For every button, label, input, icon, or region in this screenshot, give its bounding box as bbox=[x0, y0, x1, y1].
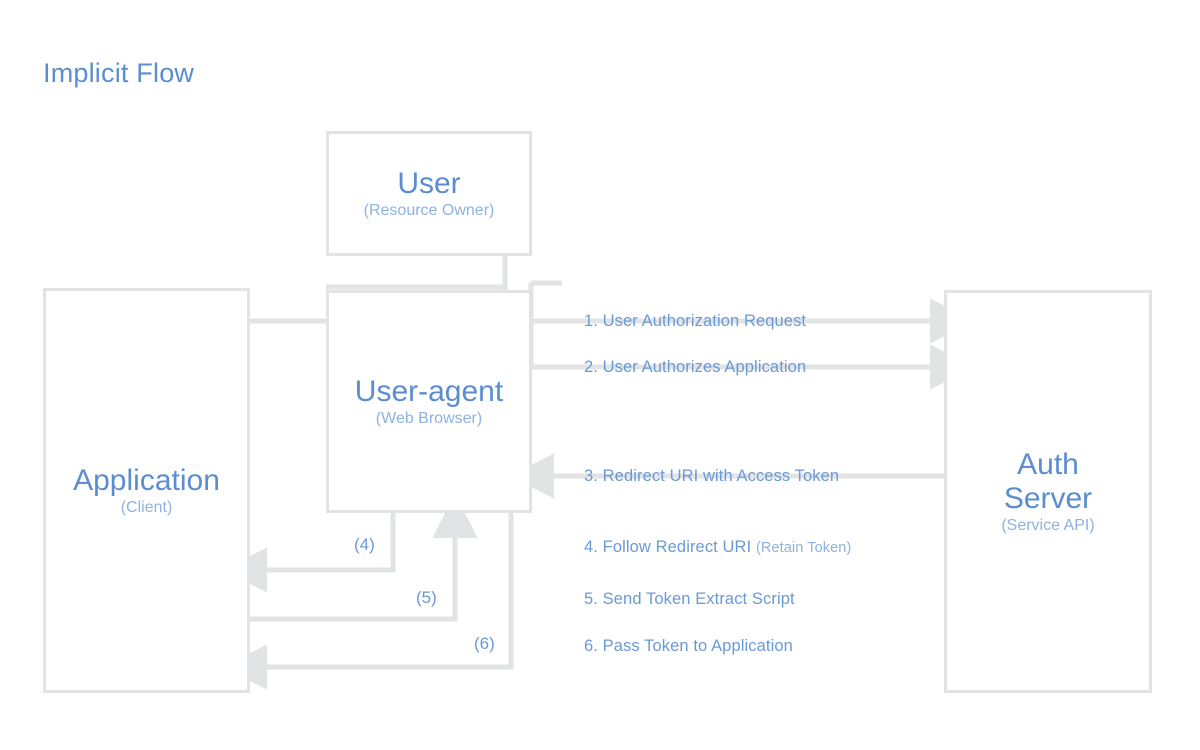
step-label-2: 2. User Authorizes Application bbox=[584, 358, 806, 377]
node-user-subtitle: (Resource Owner) bbox=[363, 202, 495, 220]
page-title: Implicit Flow bbox=[43, 58, 195, 88]
connector-label-4: (4) bbox=[354, 535, 375, 554]
step-2-text: User Authorizes Application bbox=[602, 358, 807, 376]
step-4-number: 4. bbox=[584, 538, 598, 556]
node-application-subtitle: (Client) bbox=[120, 499, 173, 517]
step-2-number: 2. bbox=[584, 358, 598, 376]
step-label-4: 4. Follow Redirect URI (Retain Token) bbox=[584, 538, 851, 557]
step-4-text: Follow Redirect URI bbox=[602, 538, 752, 556]
connector-step-5 bbox=[250, 493, 478, 622]
step-label-5: 5. Send Token Extract Script bbox=[584, 590, 795, 609]
step-label-3: 3. Redirect URI with Access Token bbox=[584, 467, 839, 486]
step-5-number: 5. bbox=[584, 590, 598, 608]
node-user-agent-title: User-agent bbox=[354, 374, 504, 408]
connector-step-4 bbox=[222, 513, 396, 593]
step-3-number: 3. bbox=[584, 467, 598, 485]
step-1-text: User Authorization Request bbox=[602, 312, 807, 330]
step-1-number: 1. bbox=[584, 312, 598, 330]
node-auth-server: Auth Server (Service API) bbox=[944, 290, 1152, 693]
node-application: Application (Client) bbox=[43, 288, 250, 693]
connector-label-6: (6) bbox=[474, 634, 495, 653]
step-5-text: Send Token Extract Script bbox=[602, 590, 795, 608]
node-user: User (Resource Owner) bbox=[326, 131, 532, 256]
connector-label-5: (5) bbox=[416, 588, 437, 607]
node-user-agent-subtitle: (Web Browser) bbox=[375, 410, 483, 428]
step-4-paren: (Retain Token) bbox=[755, 540, 852, 556]
node-application-title: Application bbox=[73, 463, 220, 497]
node-auth-server-subtitle: (Service API) bbox=[1001, 517, 1095, 535]
step-label-1: 1. User Authorization Request bbox=[584, 312, 806, 331]
node-auth-server-title: Auth Server bbox=[1003, 447, 1093, 515]
step-3-text: Redirect URI with Access Token bbox=[602, 467, 840, 485]
node-user-agent: User-agent (Web Browser) bbox=[326, 290, 532, 513]
connector-step-6 bbox=[222, 513, 514, 690]
step-6-number: 6. bbox=[584, 637, 598, 655]
step-6-text: Pass Token to Application bbox=[602, 637, 793, 655]
node-user-title: User bbox=[397, 166, 461, 200]
step-label-6: 6. Pass Token to Application bbox=[584, 637, 793, 656]
